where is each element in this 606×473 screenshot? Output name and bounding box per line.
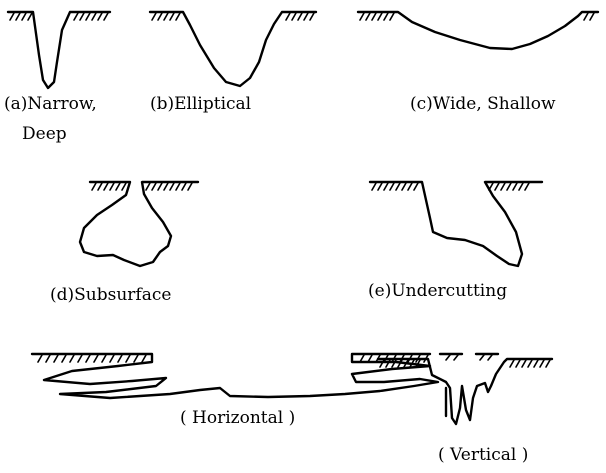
narrow-deep-pit bbox=[6, 10, 112, 90]
label-subsurface: (d)Subsurface bbox=[50, 285, 172, 305]
horizontal-pit bbox=[30, 352, 500, 400]
label-horizontal: ( Horizontal ) bbox=[180, 408, 296, 428]
label-vertical: ( Vertical ) bbox=[438, 445, 529, 465]
wide-shallow-pit bbox=[356, 10, 600, 51]
subsurface-pit bbox=[78, 180, 200, 268]
label-undercutting: (e)Undercutting bbox=[368, 281, 508, 301]
label-narrow-deep: (a)Narrow, bbox=[4, 94, 97, 114]
elliptical-pit bbox=[148, 10, 318, 88]
vertical-pit bbox=[376, 357, 554, 426]
label-wide-shallow: (c)Wide, Shallow bbox=[410, 94, 556, 114]
label-elliptical: (b)Elliptical bbox=[150, 94, 252, 114]
undercutting-pit bbox=[368, 180, 544, 268]
label-narrow-deep-line2: Deep bbox=[22, 124, 67, 144]
